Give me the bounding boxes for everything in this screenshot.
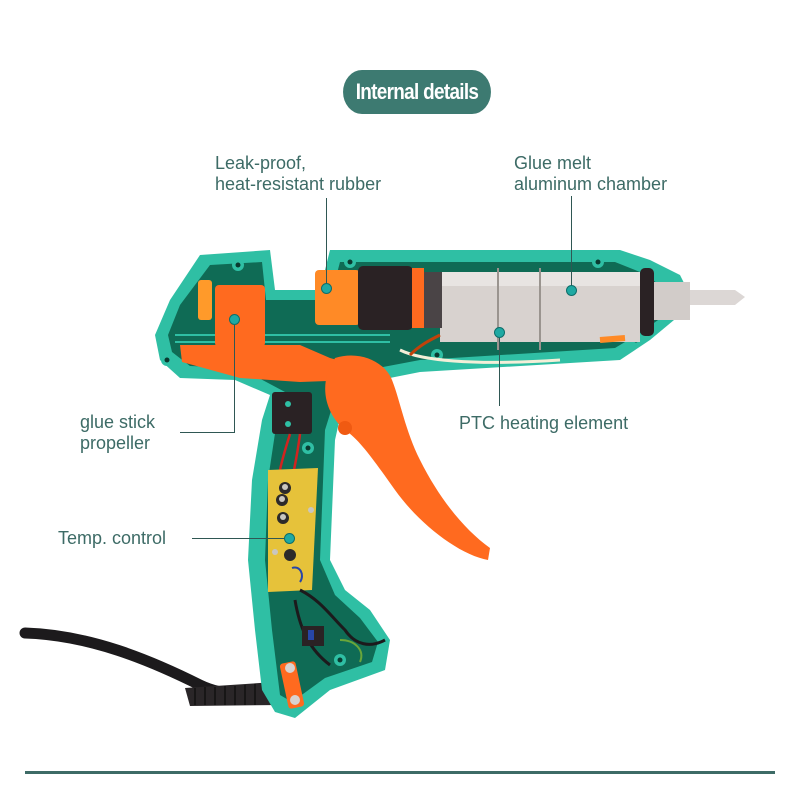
callout-dot-ptc [494,327,505,338]
leader-line-propeller-vertical [234,325,235,433]
callout-dot-rubber [321,283,332,294]
callout-label-rubber: Leak-proof, heat-resistant rubber [215,153,382,194]
callout-label-ptc: PTC heating element [459,413,629,433]
leader-line-rubber [326,198,327,284]
callout-label-chamber: Glue melt aluminum chamber [514,153,668,194]
bottom-divider [25,771,775,774]
leader-line-ptc [499,338,500,406]
section-title-pill: Internal details [343,70,491,114]
callout-dot-propeller [229,314,240,325]
callout-dot-temp [284,533,295,544]
leader-line-chamber [571,196,572,286]
callout-dot-chamber [566,285,577,296]
leader-line-propeller-horizontal [180,432,235,433]
callout-label-propeller: glue stick propeller [80,412,156,453]
section-title: Internal details [355,79,479,104]
callout-label-temp: Temp. control [58,528,167,548]
leader-line-temp [192,538,285,539]
